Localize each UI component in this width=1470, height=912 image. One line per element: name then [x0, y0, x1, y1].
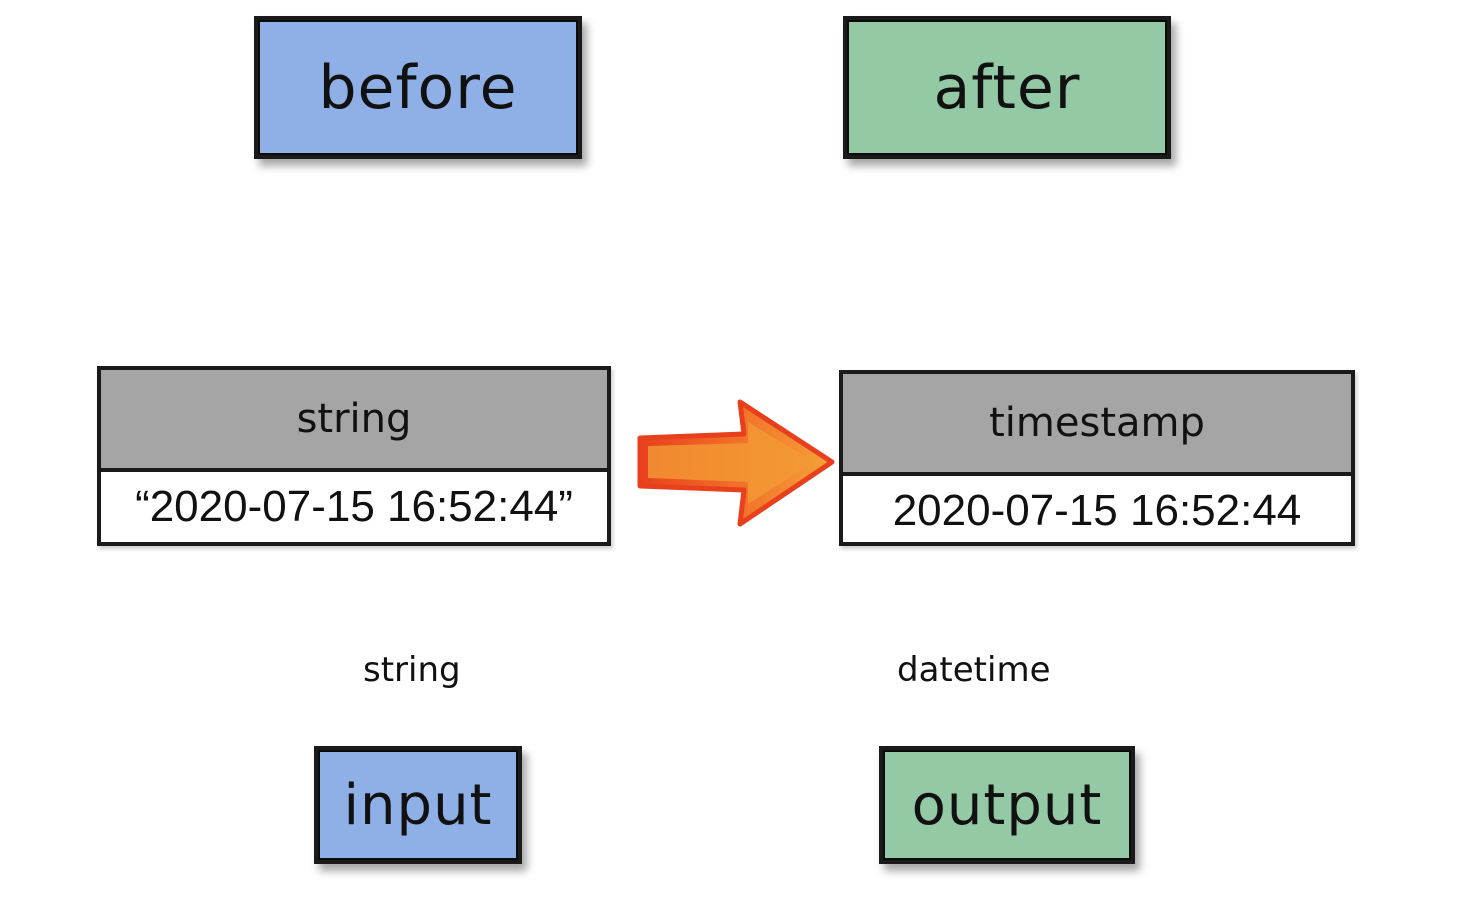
- after-label: after: [843, 16, 1171, 159]
- output-table-value: 2020-07-15 16:52:44: [892, 486, 1302, 535]
- arrow-right-icon: [637, 399, 835, 527]
- input-table-header: string: [101, 370, 607, 472]
- input-table: string “2020-07-15 16:52:44”: [97, 366, 611, 546]
- input-label: input: [314, 746, 522, 864]
- output-table-header: timestamp: [843, 374, 1351, 476]
- after-label-text: after: [933, 52, 1081, 123]
- output-label-text: output: [911, 772, 1103, 838]
- output-type-caption: datetime: [897, 650, 1051, 690]
- input-label-text: input: [343, 772, 493, 838]
- input-type-caption: string: [363, 650, 461, 690]
- before-label-text: before: [318, 52, 518, 123]
- output-label: output: [879, 746, 1135, 864]
- before-label: before: [254, 16, 582, 159]
- input-table-value: “2020-07-15 16:52:44”: [135, 482, 573, 531]
- output-table: timestamp 2020-07-15 16:52:44: [839, 370, 1355, 546]
